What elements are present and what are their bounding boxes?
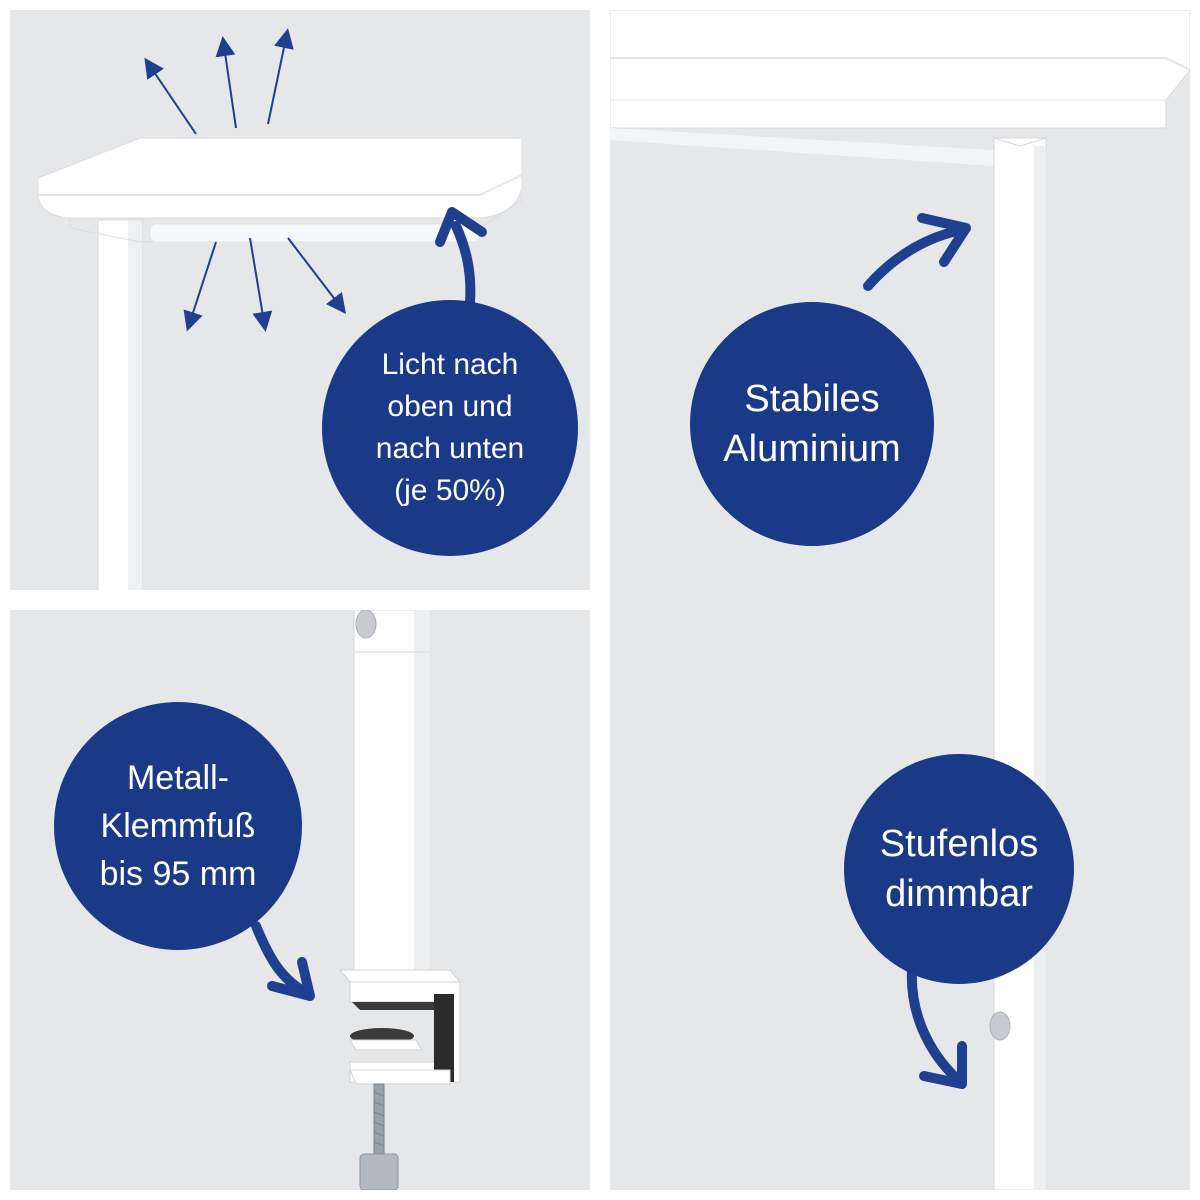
badge-text-line: Stufenlos bbox=[879, 823, 1039, 865]
dimmable-badge: Stufenlos dimmbar bbox=[844, 754, 1074, 984]
light-direction-badge: Licht nach oben und nach unten (je 50%) bbox=[322, 300, 578, 556]
adjust-knob-icon bbox=[355, 610, 377, 639]
clamp-screw-knob bbox=[359, 1153, 399, 1190]
badge-text-line: oben und bbox=[387, 390, 513, 423]
lamp-head-illustration bbox=[37, 28, 523, 590]
badge-text-line: Klemmfuß bbox=[100, 807, 256, 845]
clamp-base-badge: Metall- Klemmfuß bis 95 mm bbox=[54, 702, 302, 950]
badge-text-line: Licht nach bbox=[381, 348, 519, 381]
lamp-head bbox=[610, 10, 1190, 129]
badge-text-line: (je 50%) bbox=[394, 474, 506, 507]
badge-text-line: nach unten bbox=[375, 432, 525, 465]
down-arrows-icon bbox=[183, 237, 347, 332]
up-arrows-icon bbox=[144, 28, 294, 135]
badge-text-line: Metall- bbox=[126, 759, 229, 797]
lamp-diffuser bbox=[149, 223, 481, 243]
badge-text-line: Stabiles bbox=[744, 378, 880, 420]
badge-text-line: bis 95 mm bbox=[99, 855, 257, 893]
lamp-pole-shade bbox=[128, 220, 142, 590]
curved-arrow-icon bbox=[906, 965, 967, 1089]
panel-light-direction: Licht nach oben und nach unten (je 50%) bbox=[10, 10, 590, 590]
curved-arrow-icon bbox=[863, 213, 971, 291]
clamp-illustration bbox=[251, 610, 462, 1190]
lamp-head bbox=[37, 137, 523, 219]
curved-arrow-icon bbox=[435, 207, 487, 307]
panel-aluminium-dimmable: Stabiles Aluminium Stufenlos dimmbar bbox=[610, 10, 1190, 1190]
badge-text-line: dimmbar bbox=[885, 873, 1033, 915]
lamp-pole-illustration bbox=[610, 10, 1190, 1190]
curved-arrow-icon bbox=[251, 921, 315, 1001]
aluminium-badge: Stabiles Aluminium bbox=[690, 302, 934, 546]
badge-text-line: Aluminium bbox=[723, 428, 901, 470]
panel-clamp-base: Metall- Klemmfuß bis 95 mm bbox=[10, 610, 590, 1190]
dimmer-knob-icon bbox=[989, 1011, 1011, 1041]
